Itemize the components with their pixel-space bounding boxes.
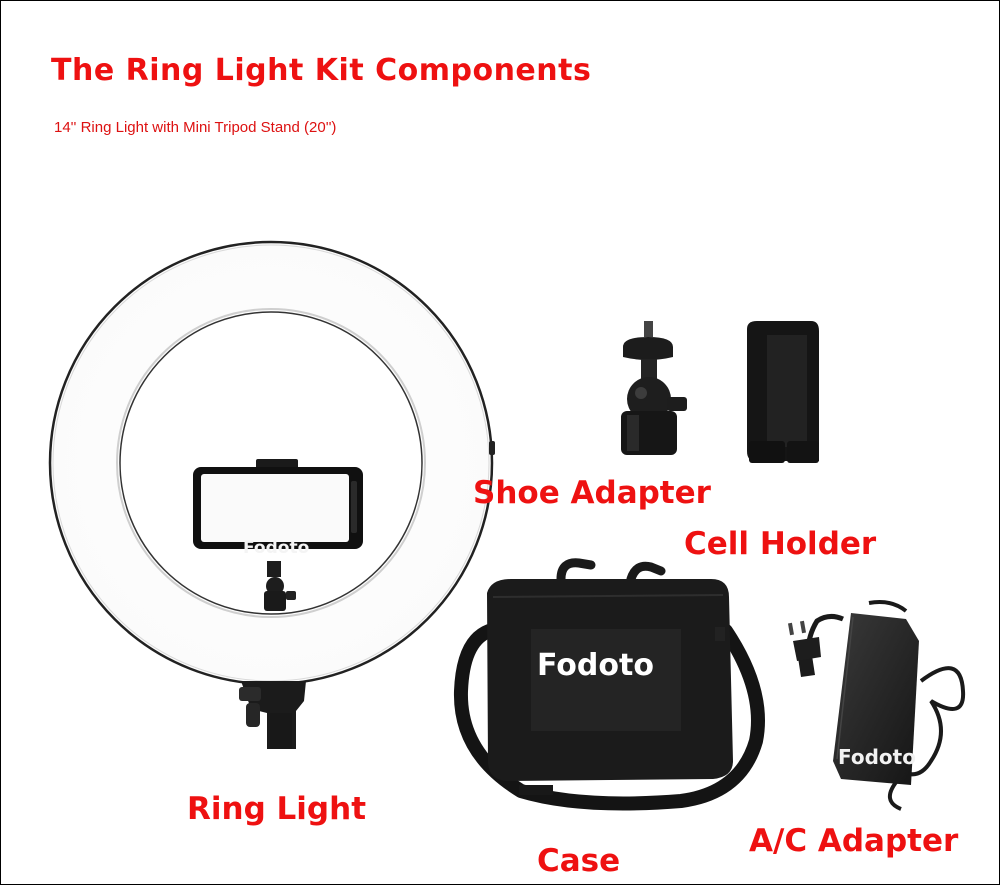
case-label: Case (537, 843, 621, 879)
ball-head-icon (621, 321, 687, 455)
phone-brand-text: Fodoto (243, 538, 310, 558)
power-adapter-icon (787, 600, 966, 811)
page-subtitle: 14'' Ring Light with Mini Tripod Stand (… (54, 119, 337, 136)
phone-clamp-icon (747, 321, 819, 463)
adapter-brand-text: Fodoto (838, 745, 916, 769)
case-brand-text: Fodoto (537, 648, 654, 683)
ac-adapter-label: A/C Adapter (749, 823, 959, 859)
page-title: The Ring Light Kit Components (51, 53, 592, 88)
phone-icon (193, 459, 363, 549)
bag-icon (453, 558, 765, 811)
ring-light-label: Ring Light (187, 791, 367, 827)
shoe-adapter-label: Shoe Adapter (473, 475, 711, 511)
cell-holder-label: Cell Holder (684, 526, 877, 562)
